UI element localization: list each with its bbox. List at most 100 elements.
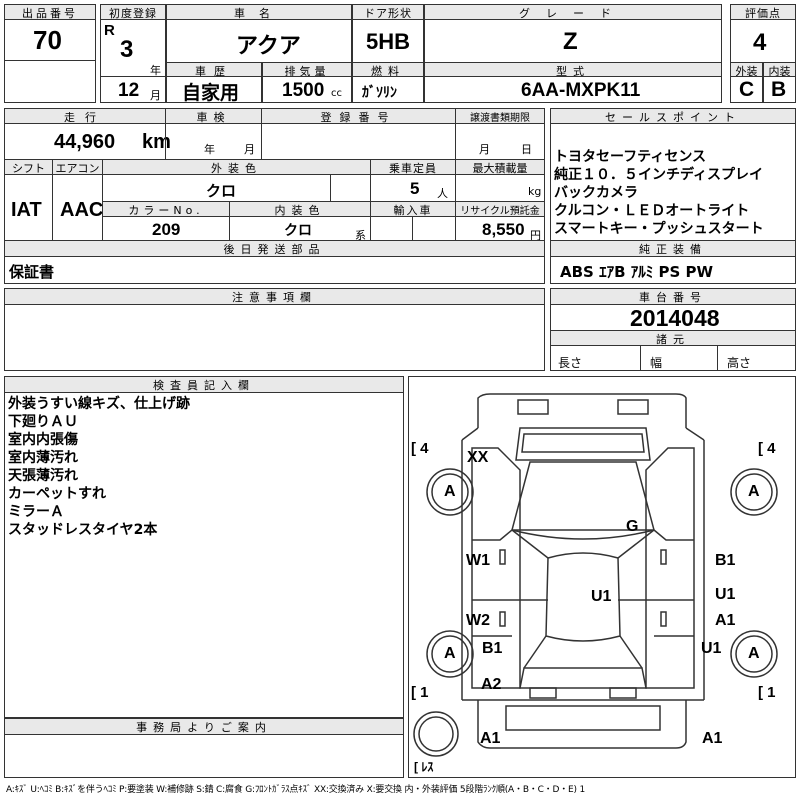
interior-grade-box [763,76,796,103]
inspector-note: カーペットすれ [8,486,106,502]
interior-color-unit: 系 [355,229,366,242]
dimensions-label: 諸元 [550,330,796,346]
sales-point-label: セールスポイント [550,108,796,124]
model-box [424,76,722,103]
mileage-unit: km [142,131,171,153]
sales-point-item: トヨタセーフティセンス [554,149,707,165]
transfer-month-unit: 月 [479,143,490,156]
tire-rear-left: [ 1 [411,684,429,701]
divider [412,217,413,241]
displacement-box [262,76,352,103]
capacity-unit: 人 [437,187,448,200]
inspection-label: 車検 [165,108,262,124]
wheel-front-left: A [444,483,456,500]
recycle-label: リサイクル預託金 [455,201,545,217]
damage-mark: B1 [482,640,503,657]
interior-color: クロ [284,223,312,239]
shift-type: IAT [11,199,42,221]
wheel-rear-right: A [748,645,760,662]
damage-mark: A1 [480,730,501,747]
tire-spare-value: ﾚｽ [421,760,434,774]
exterior-grade: C [739,78,755,101]
divider [717,345,718,371]
aircon-type: AAC [60,199,104,221]
shift-label: シフト [4,159,53,175]
inspector-note: 天張薄汚れ [8,468,78,484]
office-notice-label: 事務局よりご案内 [4,718,404,735]
chassis-number-label: 車台番号 [550,288,796,305]
registration-number-label: 登録番号 [261,108,456,124]
tire-rear-right-value: 1 [767,684,776,701]
interior-grade: B [771,78,787,101]
inspector-notes-list: 外装うすい線キズ、仕上げ跡 下廻りＡＵ 室内内張傷 室内薄汚れ 天張薄汚れ カー… [8,395,398,539]
transfer-day-unit: 日 [521,143,532,156]
score: 4 [753,29,767,56]
era-mark: R [104,22,115,39]
sales-point-item: スマートキー・プッシュスタート [554,221,764,237]
divider [229,201,230,241]
inspector-note: 下廻りＡＵ [8,414,78,430]
inspector-note: 室内薄汚れ [8,450,78,466]
model-code: 6AA-MXPK11 [521,80,641,101]
inspection-year-unit: 年 [204,143,215,156]
inspection-month-unit: 月 [244,143,255,156]
equipment: ABS ｴｱB ｱﾙﾐ PS PW [560,263,714,281]
chassis-number: 2014048 [630,305,720,331]
sales-point-item: 純正１０．５インチディスプレイ [554,167,764,183]
divider [640,345,641,371]
color-number: 209 [152,220,181,239]
max-load-unit: kg [528,185,542,198]
tire-rear-right: [ 1 [758,684,776,701]
fuel-box [352,76,424,103]
damage-mark: A2 [481,676,502,693]
equipment-label: 純正装備 [550,240,796,257]
sales-point-item: バックカメラ [554,185,638,201]
displacement-unit: cc [331,88,342,99]
damage-mark: W1 [466,552,490,569]
recycle-unit: 円 [530,229,541,242]
length-label: 長さ [558,356,583,370]
month-unit: 月 [150,89,161,102]
tire-front-right: [ 4 [758,440,776,457]
mileage-label: 走行 [4,108,166,124]
inspector-note: ミラーＡ [8,504,64,520]
damage-mark: G [626,518,639,535]
inspector-note: スタッドレスタイヤ2本 [8,522,158,538]
later-parts: 保証書 [9,263,55,281]
grade: Z [563,28,578,55]
car-diagram-panel [408,376,796,778]
later-parts-label: 後日発送部品 [4,240,545,257]
damage-mark: U1 [701,640,722,657]
tire-spare: [ ﾚｽ [414,760,434,774]
exterior-grade-box [730,76,763,103]
inspector-notes-label: 検査員記入欄 [4,376,404,393]
car-name: アクア [236,34,301,59]
damage-mark: U1 [715,586,736,603]
divider [165,108,166,160]
displacement: 1500 [282,80,325,101]
damage-mark: U1 [591,588,612,605]
divider [52,159,53,241]
divider [455,108,456,160]
interior-color-label: 内装色 [229,201,371,217]
lot-number: 70 [33,25,62,55]
divider [370,159,371,241]
notes-label: 注意事項欄 [4,288,545,305]
mileage: 44,960 [54,131,116,153]
color-number-label: カラーNo. [102,201,230,217]
lot-number-blank [4,60,96,103]
divider [330,175,331,202]
registration-month-box [100,76,166,103]
sales-point-item: クルコン・ＬＥＤオートライト [554,203,750,219]
registration-month: 12 [118,80,140,101]
damage-mark: A1 [702,730,723,747]
wheel-rear-left: A [444,645,456,662]
damage-mark: XX [467,449,489,466]
capacity-label: 乗車定員 [370,159,456,175]
divider [261,108,262,160]
inspector-note: 外装うすい線キズ、仕上げ跡 [8,396,190,412]
max-load-label: 最大積載量 [455,159,545,175]
import-label: 輸入車 [370,201,456,217]
inspector-note: 室内内張傷 [8,432,78,448]
